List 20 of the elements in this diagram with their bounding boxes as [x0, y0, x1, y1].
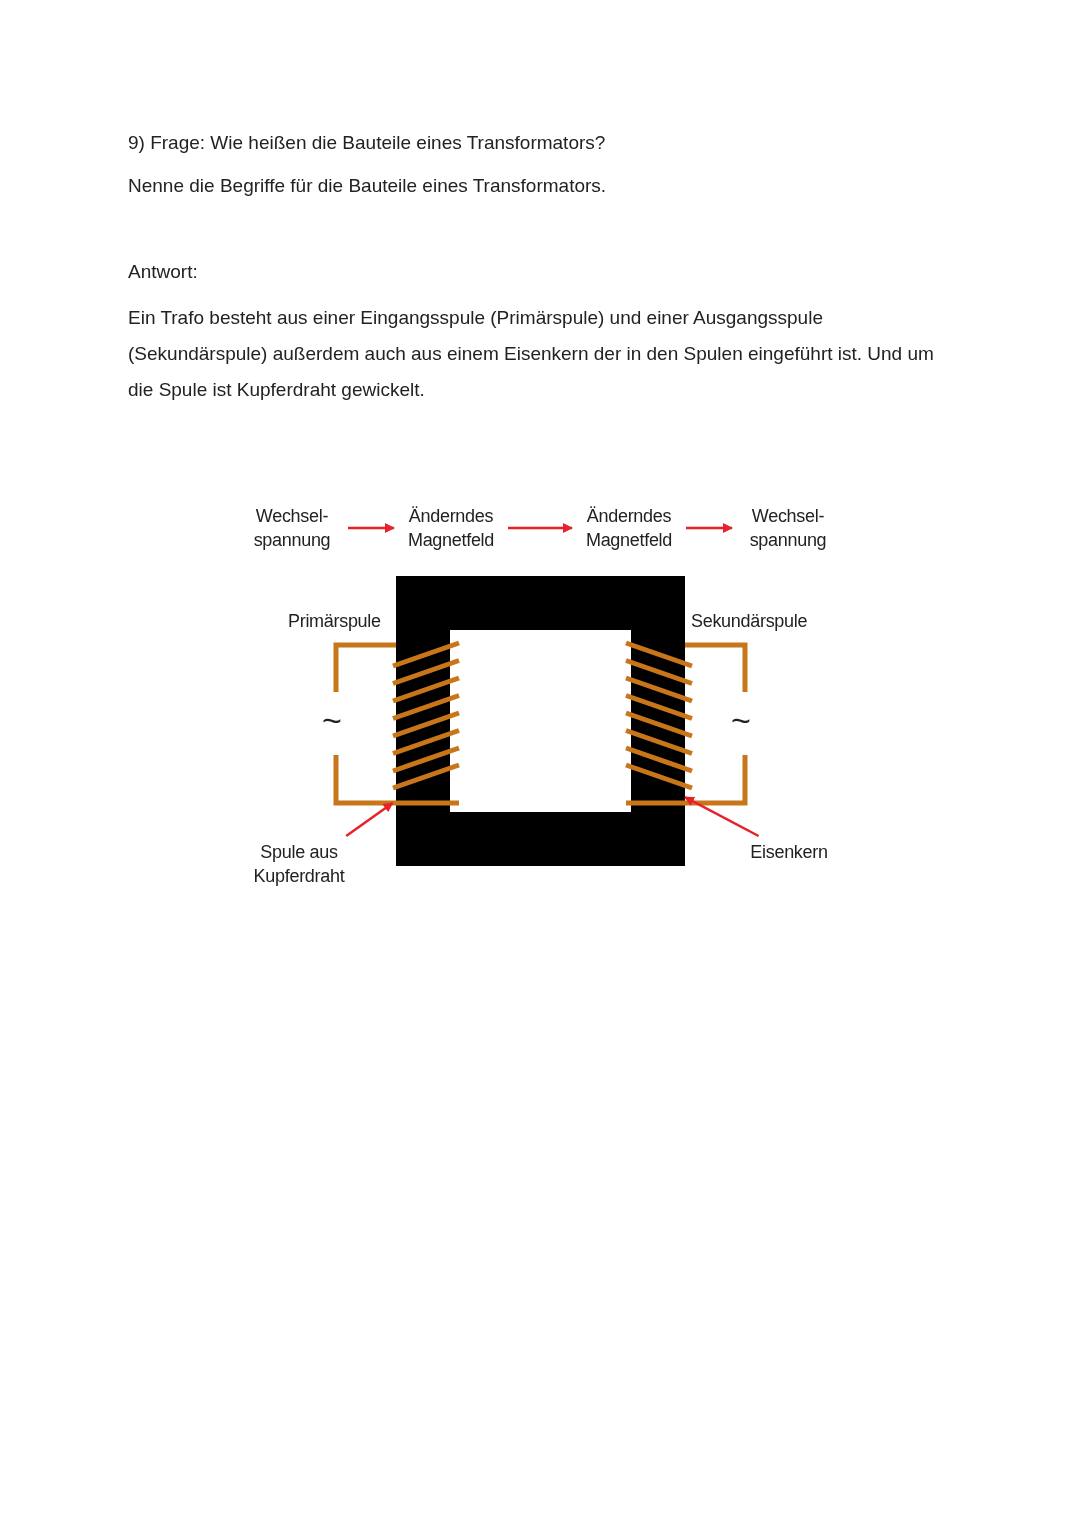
arrow — [508, 523, 573, 533]
callout-label: Wechsel- spannung — [736, 504, 840, 552]
part-label: Primärspule — [288, 610, 381, 633]
leader-line — [684, 796, 760, 838]
instruction-text: Nenne die Begriffe für die Bauteile eines Transformators. — [128, 174, 607, 198]
part-label: Sekundärspule — [691, 610, 808, 633]
callout-label: Eisenkern — [744, 840, 834, 864]
ac-source-symbol: ~ — [322, 700, 342, 740]
answer-paragraph: Ein Trafo besteht aus einer Eingangsspule (Primärspule) und einer Ausgangsspule (Sekundärspule) außerdem auch aus einem Eisenkern der in den Spulen eingeführt ist. Und um die Spule ist Kupferdraht gewickelt. — [128, 306, 935, 402]
leader-line — [345, 802, 394, 837]
iron-core — [396, 576, 685, 866]
callout-label: Änderndes Magnetfeld — [576, 504, 682, 552]
ac-source-symbol: ~ — [731, 700, 751, 740]
question-text: 9) Frage: Wie heißen die Bauteile eines Transformators? — [128, 131, 606, 155]
arrow — [686, 523, 733, 533]
callout-label: Änderndes Magnetfeld — [398, 504, 504, 552]
callout-label: Wechsel- spannung — [240, 504, 344, 552]
answer-heading: Antwort: — [128, 260, 198, 284]
arrow — [348, 523, 395, 533]
callout-label: Spule aus Kupferdraht — [240, 840, 358, 888]
